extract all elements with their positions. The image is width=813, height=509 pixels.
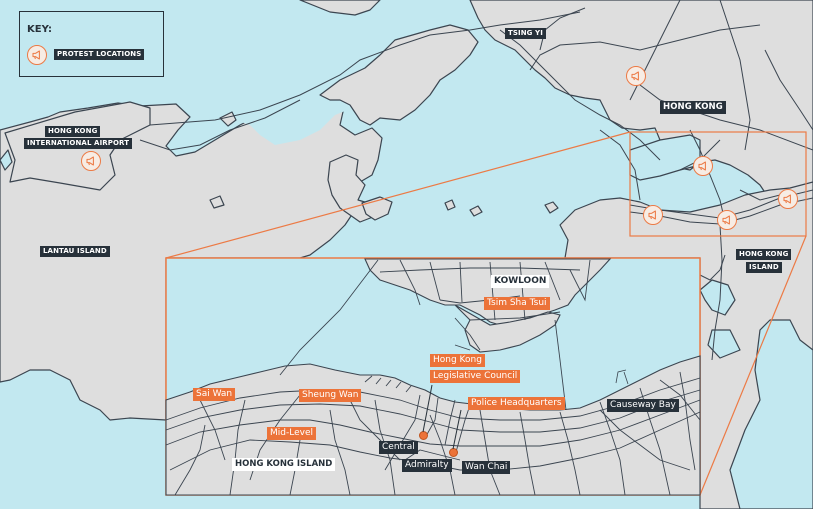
protest-marker-airport[interactable] [81,151,101,171]
megaphone-icon [780,191,796,207]
megaphone-icon [628,68,644,84]
label-airport-line1: HONG KONG [45,126,101,137]
megaphone-icon [27,45,47,65]
label-tsing-yi: TSING YI [505,28,546,39]
label-lantau-island: LANTAU ISLAND [40,246,110,257]
label-mid-level: Mid-Level [267,427,316,440]
label-legco-line2: Legislative Council [430,370,521,383]
label-hong-kong-island: HONG KONG ISLAND [232,458,336,471]
label-central: Central [379,441,418,454]
label-kowloon: KOWLOON [491,275,550,288]
label-police-headquarters: Police Headquarters [468,397,565,410]
map-key: KEY: PROTEST LOCATIONS [19,11,164,77]
label-hk-island-line2: ISLAND [746,262,782,273]
protest-marker-admiralty[interactable] [717,210,737,230]
label-sheung-wan: Sheung Wan [299,389,362,402]
label-causeway-bay: Causeway Bay [607,399,679,412]
protest-marker-kowloon-north[interactable] [626,66,646,86]
label-admiralty: Admiralty [402,459,452,472]
protest-marker-causeway-bay[interactable] [778,189,798,209]
megaphone-icon [719,212,735,228]
key-legend-label: PROTEST LOCATIONS [54,49,145,60]
megaphone-icon [83,153,99,169]
protest-marker-sheung-wan[interactable] [643,205,663,225]
label-airport-line2: INTERNATIONAL AIRPORT [24,138,133,149]
label-wan-chai: Wan Chai [462,461,511,474]
protest-dot-police-hq[interactable] [449,448,458,457]
key-title: KEY: [27,24,52,35]
label-legco-line1: Hong Kong [430,354,485,367]
protest-dot-legco[interactable] [419,431,428,440]
label-tsim-sha-tsui: Tsim Sha Tsui [484,297,550,310]
label-hong-kong: HONG KONG [660,101,726,114]
overview-highlight-box [629,131,807,237]
protest-marker-tsim-sha-tsui[interactable] [693,156,713,176]
label-hk-island-line1: HONG KONG [736,249,792,260]
megaphone-icon [695,158,711,174]
megaphone-icon [645,207,661,223]
label-sai-wan: Sai Wan [193,388,236,401]
